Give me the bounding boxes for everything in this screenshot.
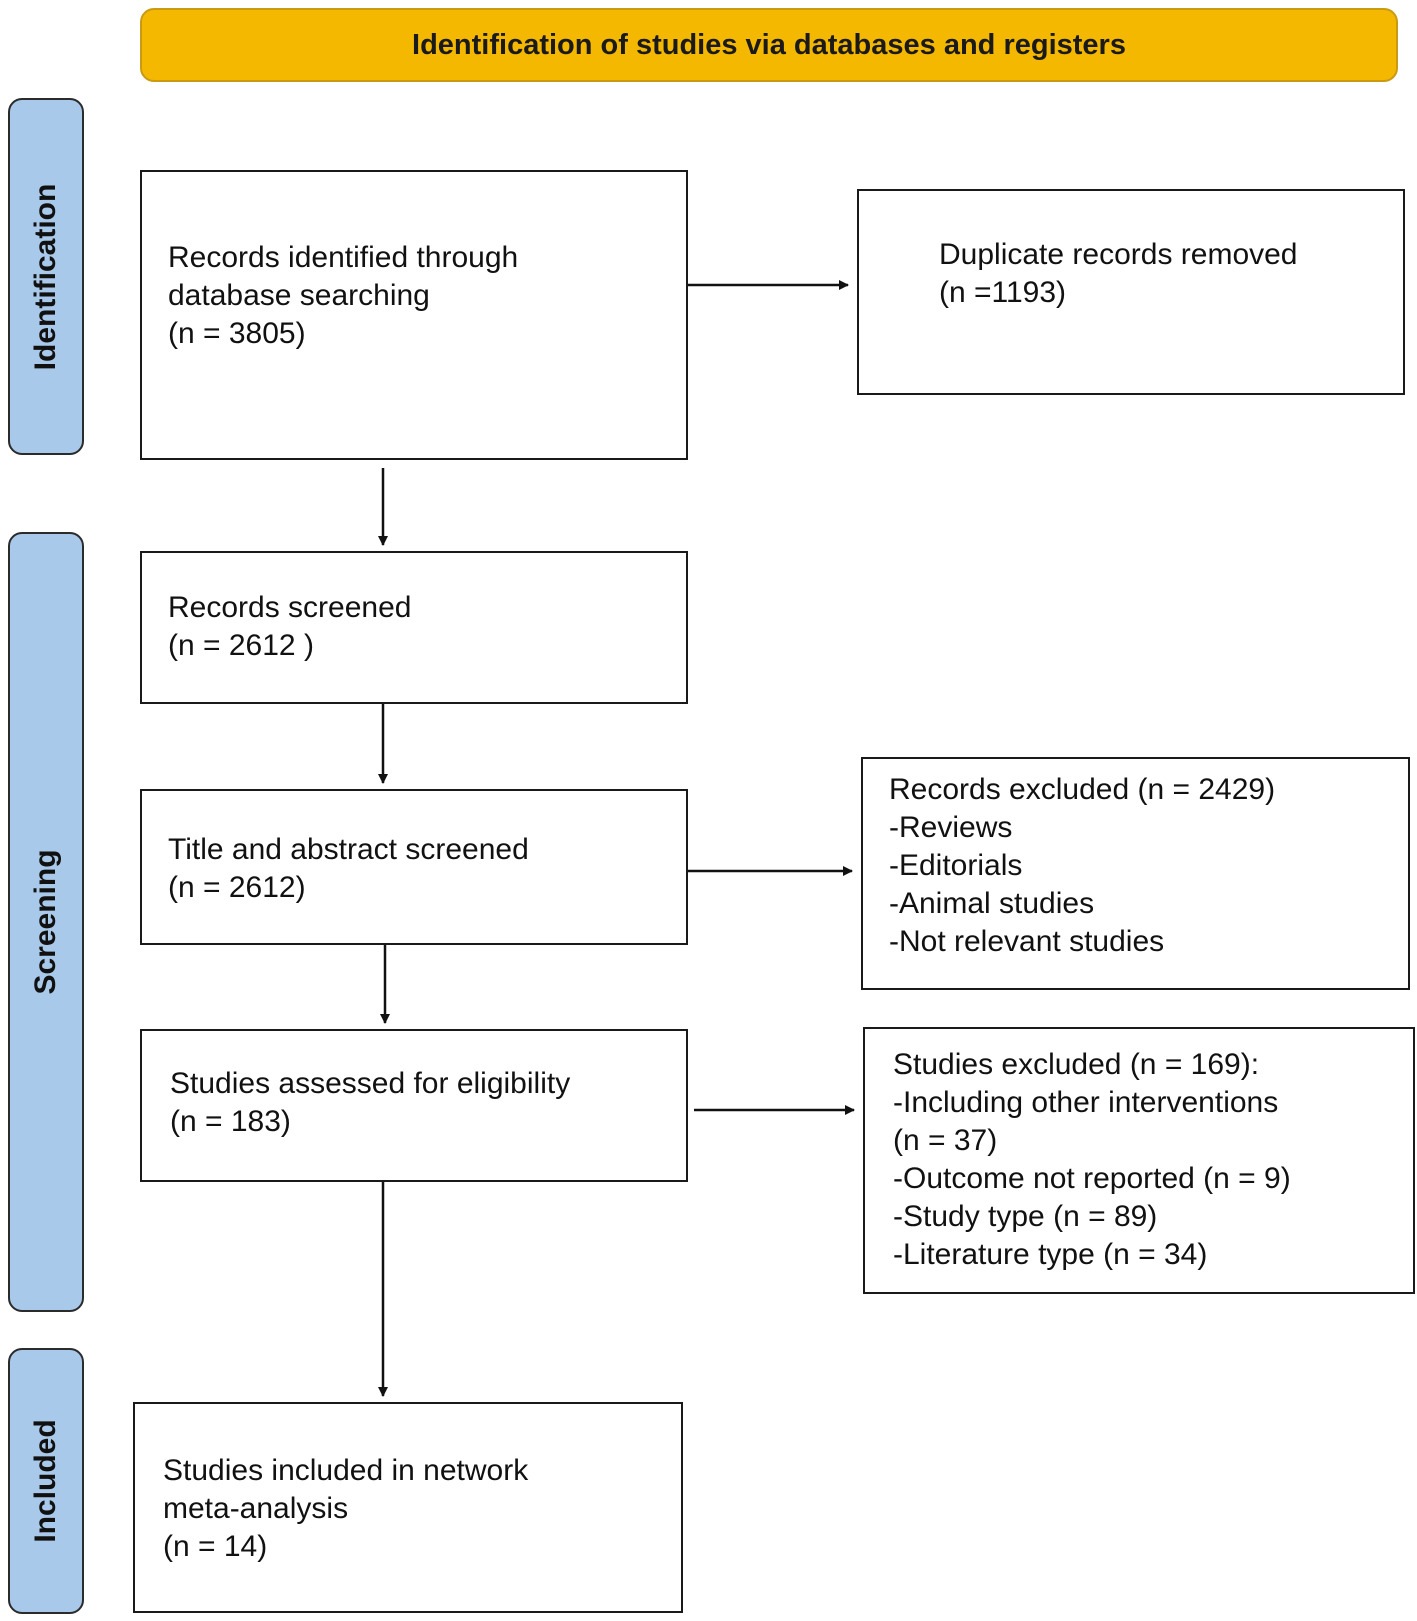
box-assessed-eligibility-text: Studies assessed for eligibility (n = 18… — [170, 1067, 571, 1138]
box-records-screened: Records screened (n = 2612 ) — [140, 551, 688, 704]
box-assessed-eligibility: Studies assessed for eligibility (n = 18… — [140, 1029, 688, 1182]
box-studies-included-text: Studies included in network meta-analysi… — [163, 1454, 529, 1563]
phase-identification: Identification — [8, 98, 84, 455]
box-duplicates-removed-text: Duplicate records removed (n =1193) — [939, 238, 1298, 309]
phase-included: Included — [8, 1348, 84, 1614]
box-studies-excluded-text: Studies excluded (n = 169): -Including o… — [893, 1048, 1291, 1271]
box-duplicates-removed: Duplicate records removed (n =1193) — [857, 189, 1405, 395]
box-records-screened-text: Records screened (n = 2612 ) — [168, 591, 412, 662]
box-studies-excluded: Studies excluded (n = 169): -Including o… — [863, 1027, 1415, 1294]
box-title-abstract-text: Title and abstract screened (n = 2612) — [168, 833, 529, 904]
phase-screening: Screening — [8, 532, 84, 1312]
box-studies-included: Studies included in network meta-analysi… — [133, 1402, 683, 1613]
box-title-abstract: Title and abstract screened (n = 2612) — [140, 789, 688, 945]
box-records-identified: Records identified through database sear… — [140, 170, 688, 460]
box-records-excluded: Records excluded (n = 2429) -Reviews -Ed… — [861, 757, 1410, 990]
box-records-excluded-text: Records excluded (n = 2429) -Reviews -Ed… — [889, 773, 1276, 958]
box-records-identified-text: Records identified through database sear… — [168, 241, 519, 350]
banner-header: Identification of studies via databases … — [140, 8, 1398, 82]
